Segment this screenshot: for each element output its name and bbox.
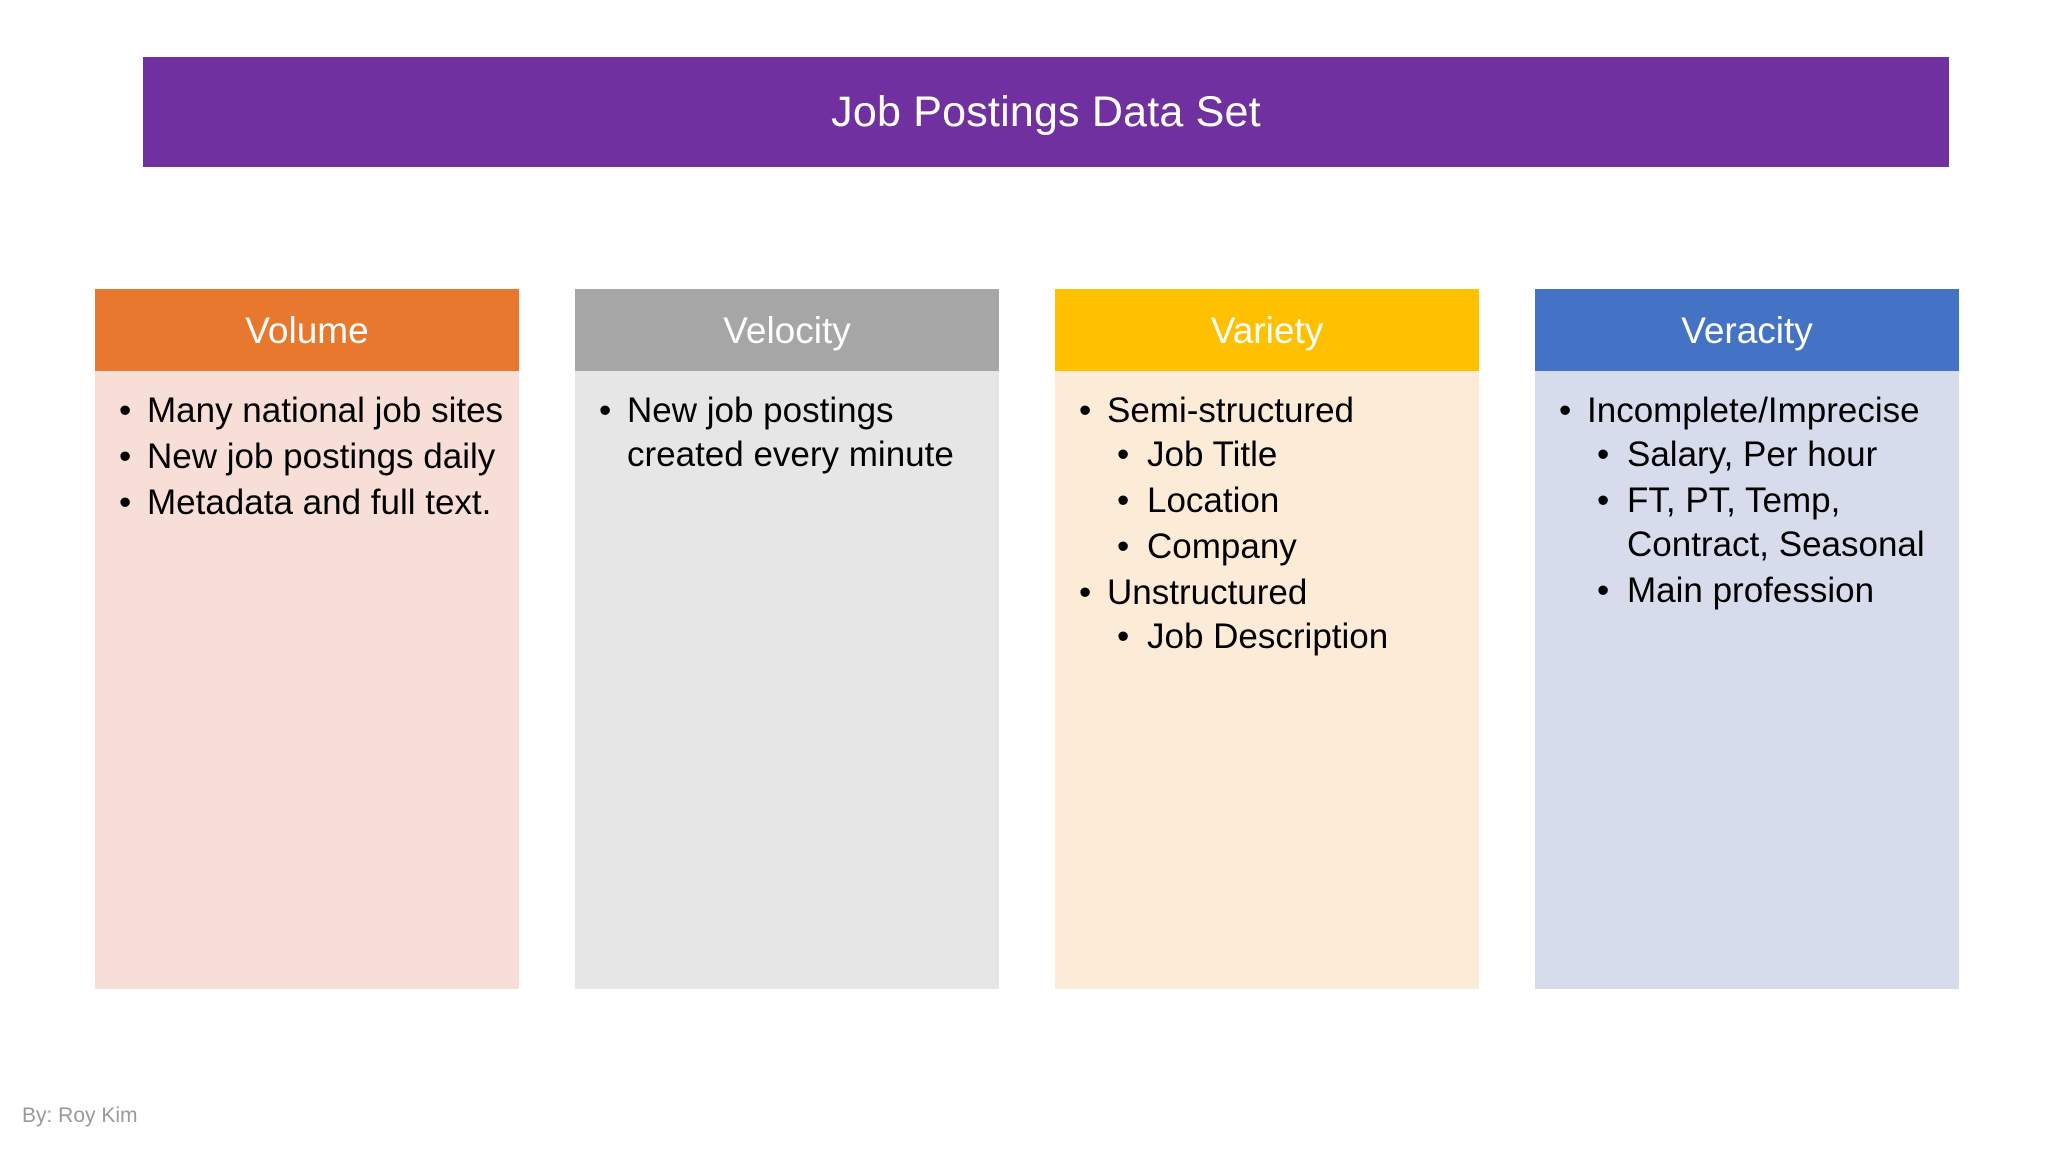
bullet-icon: • xyxy=(1559,391,1572,430)
column-body-velocity: • New job postings created every minute xyxy=(575,371,999,989)
column-veracity: Veracity • Incomplete/Imprecise • Salary, Pe… xyxy=(1535,289,1959,989)
bullet-icon: • xyxy=(119,483,132,523)
sub-list-item: • Company xyxy=(1107,525,1469,569)
author-credit: By: Roy Kim xyxy=(22,1104,138,1127)
list-item: • New job postings daily xyxy=(105,435,509,479)
sub-list-item-label: Salary, Per hour xyxy=(1627,435,1878,475)
column-header-label: Variety xyxy=(1210,309,1324,351)
list-item-label: Incomplete/Imprecise xyxy=(1587,391,1920,430)
list-item-label: Unstructured xyxy=(1107,573,1308,613)
bullet-icon: • xyxy=(119,437,132,477)
column-body-veracity: • Incomplete/Imprecise • Salary, Per hour • F… xyxy=(1535,371,1959,989)
sub-bullet-icon: • xyxy=(1597,571,1610,611)
bullet-list: • Incomplete/Imprecise • Salary, Per hour • F… xyxy=(1545,389,1949,613)
bullet-icon: • xyxy=(1079,391,1092,430)
list-item: • New job postings created every minute xyxy=(585,389,989,477)
list-item: • Metadata and full text. xyxy=(105,481,509,525)
sub-bullet-list: • Job Description xyxy=(1107,615,1469,659)
bullet-icon: • xyxy=(599,391,612,430)
page-title: Job Postings Data Set xyxy=(831,87,1261,136)
sub-bullet-icon: • xyxy=(1117,527,1130,567)
sub-bullet-icon: • xyxy=(1117,481,1130,521)
sub-bullet-icon: • xyxy=(1117,435,1130,475)
sub-list-item: • Salary, Per hour xyxy=(1587,433,1949,477)
slide-title-banner: Job Postings Data Set xyxy=(143,57,1949,167)
list-item: •Unstructured•Job Description xyxy=(1065,571,1469,659)
column-body-variety: • Semi-structured • Job Title • Location • Comp… xyxy=(1055,371,1479,989)
column-header-label: Volume xyxy=(245,309,369,351)
sub-bullet-icon: • xyxy=(1597,435,1610,475)
list-item: • Many national job sites xyxy=(105,389,509,433)
sub-list-item: • Job Description xyxy=(1107,615,1469,659)
column-body-volume: • Many national job sites • New job posting… xyxy=(95,371,519,989)
sub-list-item-label: Job Title xyxy=(1147,435,1278,475)
list-item-label: Many national job sites xyxy=(147,391,504,430)
column-header-volume: Volume xyxy=(95,289,519,371)
bullet-list: • Semi-structured • Job Title • Location • Comp… xyxy=(1065,389,1469,660)
column-volume: Volume • Many national job sites • New job p… xyxy=(95,289,519,989)
sub-list-item-label: FT, PT, Temp, Contract, Seasonal xyxy=(1627,481,1925,565)
sub-bullet-list: • Salary, Per hour • FT, PT, Temp, Contract… xyxy=(1587,433,1949,613)
column-header-veracity: Veracity xyxy=(1535,289,1959,371)
column-header-variety: Variety xyxy=(1055,289,1479,371)
list-item-label: Semi-structured xyxy=(1107,391,1355,430)
bullet-icon: • xyxy=(119,391,132,430)
column-header-velocity: Velocity xyxy=(575,289,999,371)
sub-list-item: • Location xyxy=(1107,479,1469,523)
sub-list-item-label: Job Description xyxy=(1147,617,1389,657)
category-columns: Volume • Many national job sites • New job p… xyxy=(95,289,1961,989)
sub-bullet-icon: • xyxy=(1597,481,1610,521)
list-item: • Semi-structured • Job Title • Location • Comp… xyxy=(1065,389,1469,569)
column-velocity: Velocity • New job postings created every … xyxy=(575,289,999,989)
sub-list-item-label: Main profession xyxy=(1627,571,1875,611)
sub-list-item: • Job Title xyxy=(1107,433,1469,477)
list-item-label: New job postings daily xyxy=(147,437,496,477)
list-item: • Incomplete/Imprecise • Salary, Per hour • F… xyxy=(1545,389,1949,613)
bullet-list: • New job postings created every minute xyxy=(585,389,989,477)
sub-list-item: • FT, PT, Temp, Contract, Seasonal xyxy=(1587,479,1949,567)
bullet-list: • Many national job sites • New job posting… xyxy=(105,389,509,525)
column-variety: Variety • Semi-structured • Job Title • Locati… xyxy=(1055,289,1479,989)
sub-list-item-label: Location xyxy=(1147,481,1280,521)
column-header-label: Veracity xyxy=(1681,309,1813,351)
list-item-label: Metadata and full text. xyxy=(147,483,492,523)
sub-bullet-icon: • xyxy=(1117,617,1130,657)
column-header-label: Velocity xyxy=(723,309,851,351)
list-item-label: New job postings created every minute xyxy=(627,391,954,475)
sub-list-item-label: Company xyxy=(1147,527,1297,567)
sub-list-item: • Main profession xyxy=(1587,569,1949,613)
bullet-icon: • xyxy=(1079,573,1092,613)
sub-bullet-list: • Job Title • Location • Company xyxy=(1107,433,1469,569)
